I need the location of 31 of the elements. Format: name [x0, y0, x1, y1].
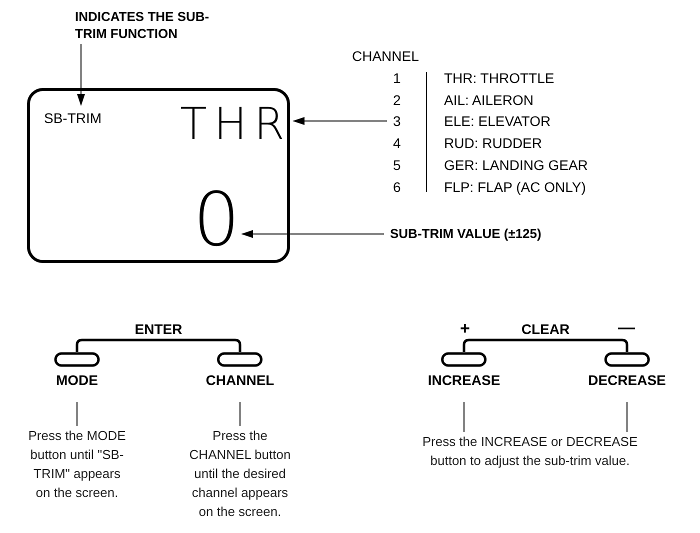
channel-number: 3 — [393, 113, 401, 129]
channel-function: GER: LANDING GEAR — [444, 157, 588, 173]
display-screen — [27, 88, 290, 263]
channel-number: 4 — [393, 135, 401, 151]
channel-function: AIL: AILERON — [444, 92, 534, 108]
channel-function: FLP: FLAP (AC ONLY) — [444, 179, 586, 195]
channel-function: RUD: RUDDER — [444, 135, 542, 151]
arrow — [241, 230, 384, 238]
table-heading: CHANNEL — [352, 48, 419, 64]
callout-text: INDICATES THE SUB-TRIM FUNCTION — [75, 8, 210, 42]
mode-indicator: SB-TRIM — [44, 111, 102, 125]
button-label: DECREASE — [588, 372, 666, 388]
channel-function: ELE: ELEVATOR — [444, 113, 551, 129]
channel-function: THR: THROTTLE — [444, 70, 554, 86]
button-label: CHANNEL — [206, 372, 274, 388]
minus-sign: — — [618, 320, 635, 336]
channel-number: 6 — [393, 179, 401, 195]
instruction-text: Press the MODE button until "SB-TRIM" appears on the screen. — [25, 426, 129, 502]
channel-number: 1 — [393, 70, 401, 86]
plus-sign: + — [460, 321, 470, 337]
channel-number: 2 — [393, 92, 401, 108]
button-label: MODE — [56, 372, 98, 388]
channel-number: 5 — [393, 157, 401, 173]
arrow — [292, 117, 388, 125]
callout-text: SUB-TRIM VALUE (±125) — [390, 226, 542, 242]
channel-indicator: THR — [180, 103, 292, 147]
instruction-text: Press the CHANNEL button until the desired channel appears on the screen. — [184, 426, 296, 521]
arrow — [77, 44, 85, 106]
instruction-text: Press the INCREASE or DECREASE button to adjust the sub-trim value. — [412, 432, 648, 470]
value-readout: 0 — [193, 183, 240, 257]
button-label: INCREASE — [428, 372, 500, 388]
